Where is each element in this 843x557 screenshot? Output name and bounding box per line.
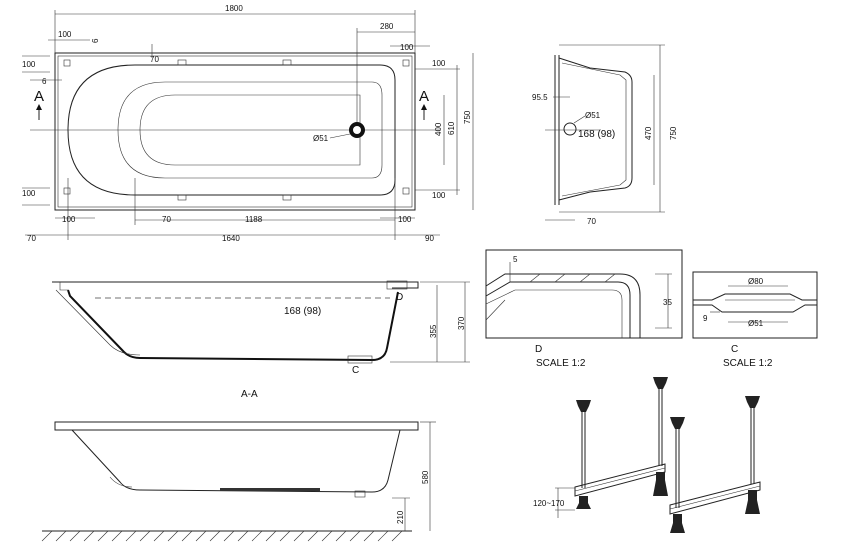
- elev-dim-leg: 210: [396, 510, 405, 524]
- dim-overall-length: 1800: [225, 4, 243, 13]
- dim-rim-small-v: 6: [91, 38, 100, 43]
- dim-corner-right-top: 100: [432, 59, 446, 68]
- side-dim-bottom: 70: [587, 217, 596, 226]
- section-aa: D C 168 (98) 355 370 A-A: [52, 280, 470, 400]
- detail-d-dim-rim: 5: [513, 255, 518, 264]
- side-dim-drain: Ø51: [585, 111, 601, 120]
- dim-corner-left-bottom: 100: [22, 189, 36, 198]
- legs-dim-adjust: 120~170: [533, 499, 565, 508]
- dim-corner-top-right: 100: [400, 43, 414, 52]
- section-drain-height: 168 (98): [284, 306, 321, 317]
- side-dim-drain-height: 168 (98): [578, 129, 615, 140]
- dim-height-overall: 750: [463, 110, 472, 124]
- elev-dim-total: 580: [421, 470, 430, 484]
- side-dim-overall: 750: [669, 126, 678, 140]
- section-label: A-A: [241, 389, 258, 400]
- side-dim-inner: 470: [644, 126, 653, 140]
- detail-c-title: C: [731, 344, 738, 355]
- dim-inner-offset-bottom: 70: [162, 215, 171, 224]
- dim-inner-offset-top: 70: [150, 55, 159, 64]
- marker-c: C: [352, 365, 359, 376]
- section-dim-inner-depth: 355: [429, 324, 438, 338]
- dim-corner-top-left: 100: [58, 30, 72, 39]
- side-dim-depth: 95.5: [532, 93, 548, 102]
- dim-inner-length: 1188: [245, 215, 263, 224]
- drain-label: Ø51: [313, 134, 329, 143]
- dim-rim-small-h: 6: [42, 77, 47, 86]
- leg-assembly: 120~170: [533, 377, 761, 533]
- dim-main-length: 1640: [222, 234, 240, 243]
- detail-c-dim-outer: Ø80: [748, 277, 764, 286]
- dim-corner-bottom-left: 100: [62, 215, 76, 224]
- dim-corner-bottom-right: 100: [398, 215, 412, 224]
- section-marker-left: A: [34, 88, 44, 105]
- dim-height-mid: 610: [447, 121, 456, 135]
- detail-c-scale: SCALE 1:2: [723, 358, 773, 369]
- detail-d-title: D: [535, 344, 542, 355]
- detail-d-dim-height: 35: [663, 298, 672, 307]
- detail-d: 5 35 D SCALE 1:2: [485, 249, 683, 369]
- dim-left-margin: 70: [27, 234, 36, 243]
- dim-drain-offset: 280: [380, 22, 394, 31]
- dim-corner-right-bottom: 100: [432, 191, 446, 200]
- detail-c: Ø80 Ø51 9 C SCALE 1:2: [692, 271, 818, 369]
- dim-corner-left-top: 100: [22, 60, 36, 69]
- elevation-view: 580 210: [41, 421, 436, 542]
- section-marker-right: A: [419, 88, 429, 105]
- dim-right-margin: 90: [425, 234, 434, 243]
- section-dim-total-depth: 370: [457, 316, 466, 330]
- top-view: A A 1800 280 100 6 100 100 6 70 100: [22, 4, 474, 243]
- detail-c-dim-depth: 9: [703, 314, 708, 323]
- marker-d: D: [396, 292, 403, 303]
- detail-c-dim-inner: Ø51: [748, 319, 764, 328]
- detail-d-scale: SCALE 1:2: [536, 358, 586, 369]
- dim-height-inner: 400: [434, 122, 443, 136]
- side-view: 750 470 95.5 Ø51 168 (98) 70: [532, 44, 678, 226]
